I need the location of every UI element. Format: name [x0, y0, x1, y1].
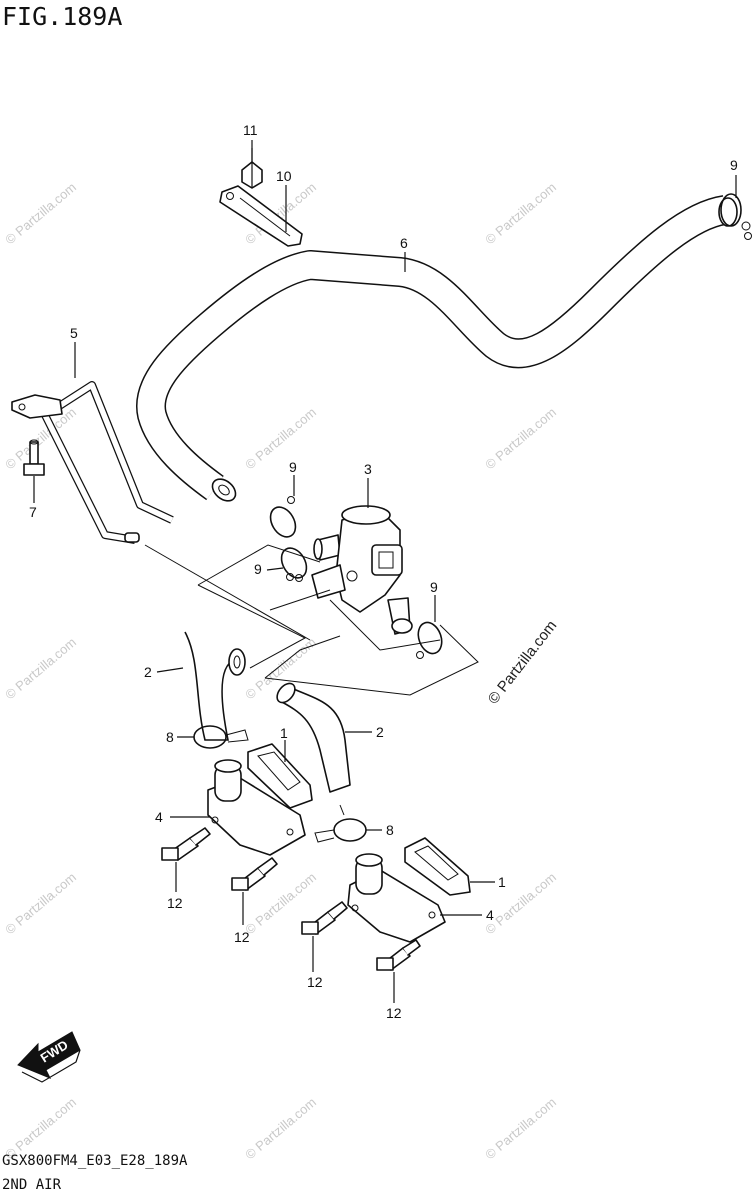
- callout-4: 4: [155, 809, 163, 825]
- part-2-hose-right: [276, 682, 351, 793]
- callout-6: 6: [400, 235, 408, 251]
- callout-2: 2: [144, 664, 152, 680]
- watermark: © Partzilla.com: [482, 404, 559, 472]
- figure-title: FIG.189A: [2, 2, 123, 31]
- part-5-air-pipe: [11, 381, 174, 544]
- part-7-bolt: [23, 439, 45, 476]
- watermark: © Partzilla.com: [482, 179, 559, 247]
- figure-code: GSX800FM4_E03_E28_189A: [2, 1153, 188, 1169]
- callout-9: 9: [254, 561, 262, 577]
- part-6-air-hose: [136, 195, 738, 502]
- part-9-clamp-c: [416, 621, 443, 659]
- watermark: © Partzilla.com: [2, 179, 79, 247]
- watermark: © Partzilla.com: [2, 634, 79, 702]
- part-9-clamp-b: [280, 547, 308, 582]
- part-2-hose-left: [184, 631, 246, 741]
- callout-2: 2: [376, 724, 384, 740]
- part-3-air-control-valve: [311, 505, 413, 635]
- part-4-cover-upper: [207, 759, 306, 856]
- leader-lines: [33, 140, 737, 1003]
- part-10-bracket: [219, 185, 303, 247]
- watermark-center: © Partzilla.com: [485, 617, 561, 707]
- part-12-bolt-c: [301, 901, 348, 935]
- callout-12: 12: [307, 974, 323, 990]
- figure-name: 2ND AIR: [2, 1177, 62, 1193]
- callout-8: 8: [166, 729, 174, 745]
- callout-9: 9: [730, 157, 738, 173]
- callout-10: 10: [276, 168, 292, 184]
- callout-5: 5: [70, 325, 78, 341]
- callout-4: 4: [486, 907, 494, 923]
- callout-12: 12: [234, 929, 250, 945]
- part-8-clamp-right: [314, 804, 367, 843]
- callout-9: 9: [289, 459, 297, 475]
- callout-12: 12: [386, 1005, 402, 1021]
- part-9-clamp-a: [269, 496, 297, 538]
- callout-11: 11: [243, 122, 258, 138]
- part-12-bolt-b: [231, 857, 278, 891]
- watermark: © Partzilla.com: [242, 404, 319, 472]
- callout-1: 1: [280, 725, 288, 741]
- part-9-clamp-top-right: [720, 193, 752, 240]
- part-12-bolt-d: [376, 939, 421, 971]
- callout-8: 8: [386, 822, 394, 838]
- reference-lines: [144, 544, 479, 696]
- watermark: © Partzilla.com: [242, 1094, 319, 1162]
- callout-labels: 11 10 6 9 5 7 3 9 9 9 2 2 8 1 4 8 1 4 12…: [29, 122, 738, 1021]
- callout-1: 1: [498, 874, 506, 890]
- part-1-reed-valve-lower: [404, 837, 471, 896]
- callout-3: 3: [364, 461, 372, 477]
- watermark: © Partzilla.com: [482, 869, 559, 937]
- callout-12: 12: [167, 895, 183, 911]
- callout-7: 7: [29, 504, 37, 520]
- watermark: © Partzilla.com: [482, 1094, 559, 1162]
- callout-9: 9: [430, 579, 438, 595]
- watermark: © Partzilla.com: [2, 869, 79, 937]
- part-12-bolt-a: [161, 827, 211, 861]
- part-4-cover-lower: [347, 853, 446, 943]
- part-1-reed-valve-upper: [247, 743, 313, 809]
- fwd-arrow-icon: FWD: [17, 1031, 81, 1083]
